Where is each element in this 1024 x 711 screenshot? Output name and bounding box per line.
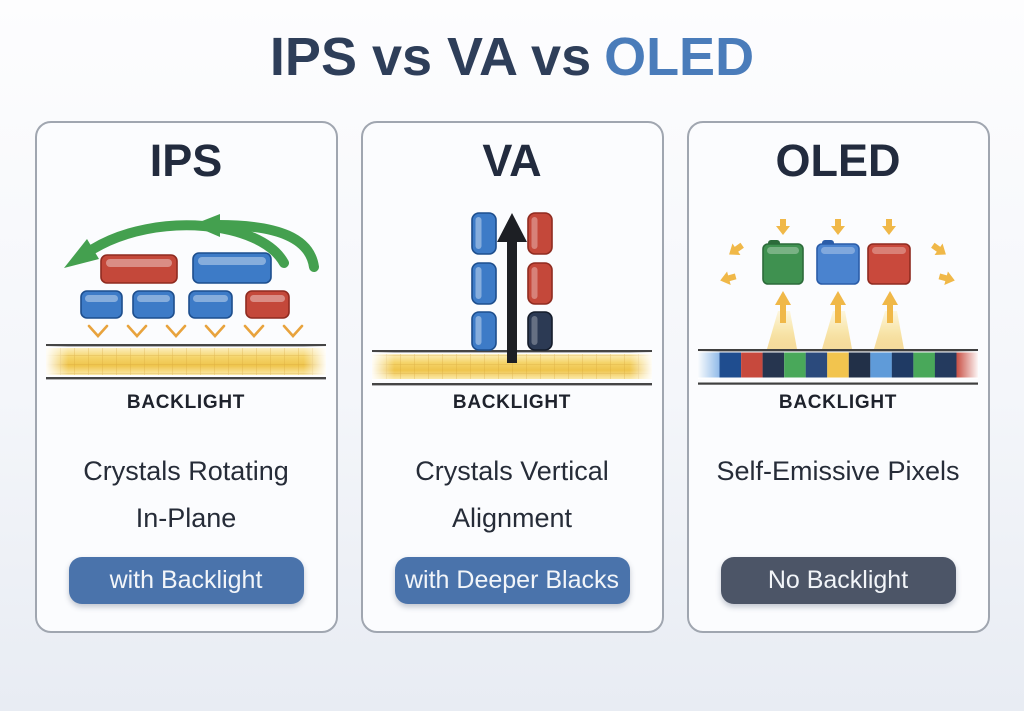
card-title: OLED	[775, 135, 901, 187]
description-line: Self-Emissive Pixels	[716, 456, 960, 487]
card-description: Crystals Vertical Alignment	[415, 448, 609, 541]
card-description: Self-Emissive Pixels	[716, 448, 959, 494]
liquid-crystal-bars	[471, 212, 553, 351]
card-title: IPS	[149, 135, 223, 187]
card-oled: OLED	[686, 121, 990, 634]
description-line: In-Plane	[135, 502, 237, 533]
backlight-label: BACKLIGHT	[452, 392, 572, 414]
description-line: Crystals Rotating	[83, 456, 289, 487]
card-va: VA	[360, 121, 664, 634]
badge-no-backlight: No Backlight	[720, 557, 956, 605]
card-title: VA	[482, 135, 542, 187]
liquid-crystal-bars	[80, 252, 290, 319]
backlight-label: BACKLIGHT	[778, 392, 898, 414]
va-diagram-icon	[372, 212, 652, 386]
page-title-main: IPS vs VA vs	[269, 27, 592, 87]
ips-diagram-icon	[46, 214, 326, 380]
oled-diagram-icon	[698, 219, 978, 385]
card-ips: IPS	[34, 121, 338, 634]
light-glow-arrows-icon	[767, 291, 904, 350]
badge-with-backlight: with Backlight	[68, 557, 304, 605]
backlight-label: BACKLIGHT	[126, 392, 246, 414]
badge-with-deeper-blacks: with Deeper Blacks	[394, 557, 630, 605]
comparison-cards: IPS	[0, 121, 1024, 634]
light-emission-chevrons-icon	[87, 324, 304, 339]
description-line: Alignment	[451, 502, 573, 533]
light-ray-arrows-icon	[720, 219, 955, 286]
backlight-bar	[46, 344, 326, 380]
pixel-strip	[698, 349, 978, 385]
page-title-highlight: OLED	[604, 27, 755, 87]
rotation-arrows-icon	[64, 214, 319, 273]
description-line: Crystals Vertical	[415, 456, 609, 487]
vertical-alignment-arrow-icon	[497, 213, 527, 364]
card-description: Crystals Rotating In-Plane	[83, 448, 289, 541]
rgb-pixel-squares	[762, 240, 911, 285]
